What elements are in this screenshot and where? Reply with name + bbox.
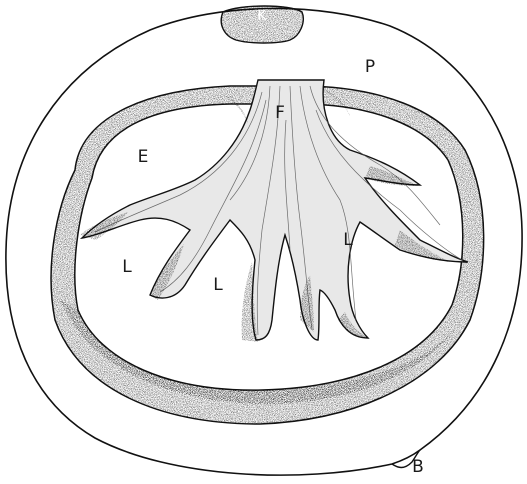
label-F: F	[275, 103, 285, 123]
label-P: P	[365, 57, 375, 77]
label-L-middle: L	[213, 275, 223, 295]
label-top: K	[257, 8, 267, 24]
label-L-left: L	[122, 257, 132, 277]
label-E: E	[138, 147, 149, 167]
label-B: B	[412, 457, 424, 477]
label-L-right: L	[343, 230, 353, 250]
